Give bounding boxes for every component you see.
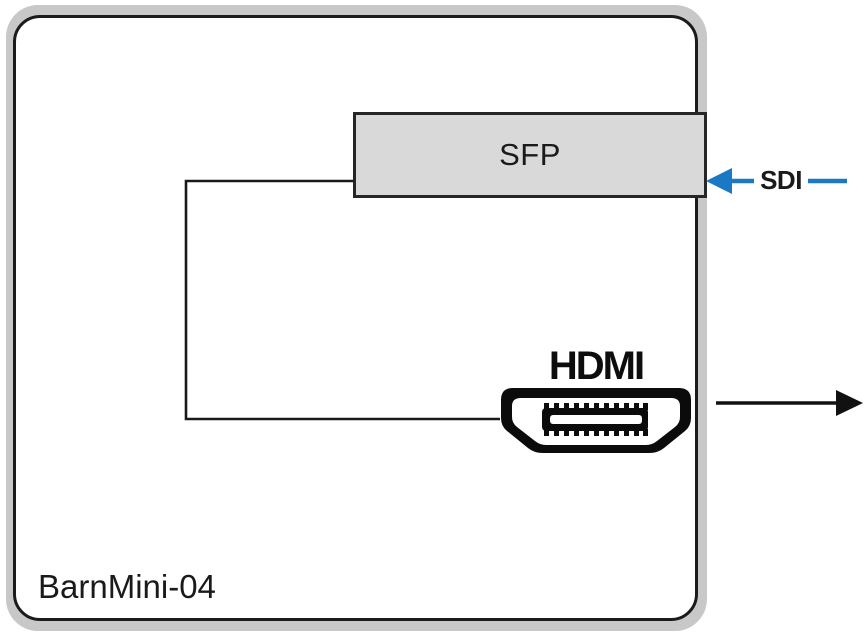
device-casing <box>6 5 707 631</box>
hdmi-connector-icon <box>501 388 691 453</box>
sdi-label: SDI <box>760 165 802 195</box>
device-name-label: BarnMini-04 <box>38 568 216 605</box>
hdmi-output-arrow <box>716 390 863 416</box>
hdmi-pin-slot <box>550 415 642 424</box>
device-body <box>13 15 698 621</box>
sdi-arrowhead-icon <box>706 168 732 194</box>
hdmi-out-arrowhead-icon <box>836 390 863 416</box>
hdmi-label: HDMI <box>548 344 645 388</box>
sfp-label: SFP <box>499 137 561 172</box>
sfp-module: SFP <box>353 112 707 198</box>
